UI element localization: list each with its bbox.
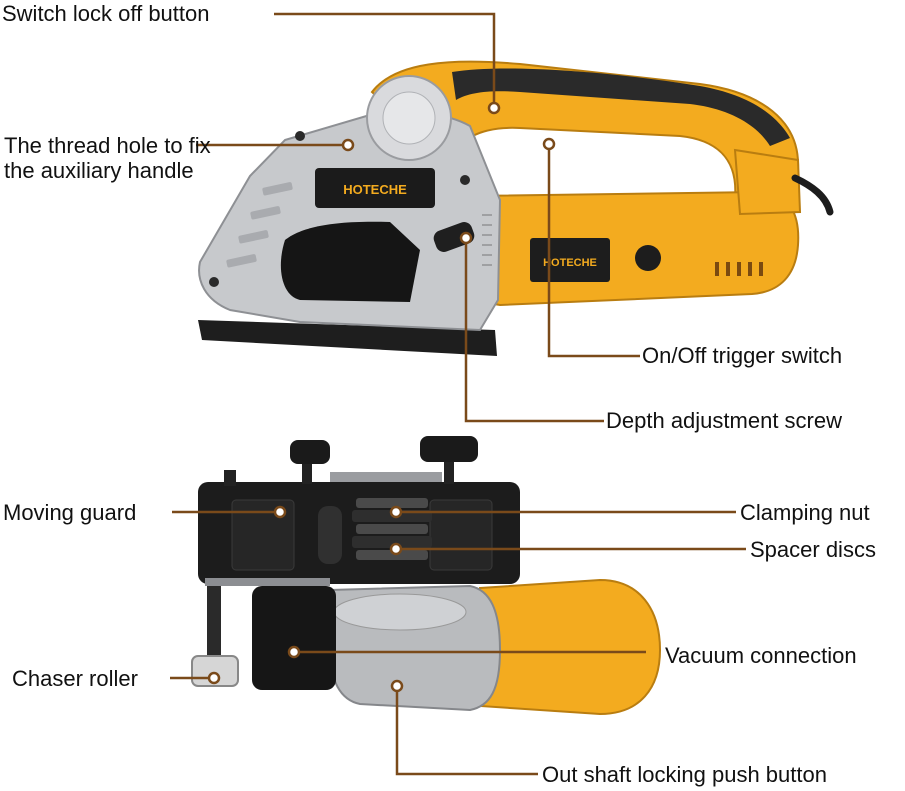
dot-vacuum [287,645,301,659]
power-cord [791,174,834,216]
leader-dots [207,101,556,693]
dot-thread-hole [341,138,355,152]
lower-plate [205,578,330,586]
guard-window [280,221,420,302]
label-thread-hole: The thread hole to fix the auxiliary han… [4,133,211,183]
dot-trigger [542,137,556,151]
leader-lines [170,12,746,776]
top-tool-side-view: HOTECHE HOTECHE [198,60,834,356]
motor-vents [715,262,763,276]
bottom-tool-front-view [191,436,662,716]
dot-moving-guard [273,505,287,519]
vacuum-port [252,586,336,690]
base-plate [198,320,497,356]
handle-grip [452,68,790,146]
leader-depth-screw [464,238,604,423]
guard-logo-plate [315,168,435,208]
motor-logo-text: HOTECHE [543,257,597,269]
label-clamping-nut: Clamping nut [740,500,870,525]
guard-logo-text: HOTECHE [343,182,407,197]
left-post [224,470,236,486]
label-vacuum: Vacuum connection [665,643,857,668]
depth-screw-knob [433,222,475,252]
top-plate [330,472,442,482]
top-knob-right-stem [444,456,454,484]
depth-scale [482,214,492,266]
top-knob-left [290,440,330,464]
dot-chaser-roller [207,671,221,685]
rear-handle-support [733,148,802,216]
guard-side-roller [318,506,342,564]
guard-ribs [226,182,293,268]
leader-shaft-lock [395,686,538,776]
dot-switch-lock [487,101,501,115]
handle-thread-boss-inner [382,91,436,145]
label-moving-guard: Moving guard [3,500,137,525]
label-shaft-lock: Out shaft locking push button [542,762,827,787]
dot-clamping-nut [389,505,403,519]
guard-screws [209,131,470,287]
leader-switch-lock [274,12,496,106]
chaser-roller-rod [207,584,221,658]
leader-trigger [547,144,640,358]
label-chaser-roller: Chaser roller [12,666,138,691]
top-knob-right [420,436,478,462]
guard-opening-right [429,499,493,571]
dot-depth-screw [459,231,473,245]
motor-switch-knob [635,245,661,271]
label-trigger: On/Off trigger switch [642,343,843,368]
label-depth-screw: Depth adjustment screw [606,408,842,433]
dot-spacer-discs [389,542,403,556]
spacer-disc-stack [352,498,432,560]
gear-housing-face [333,593,467,631]
front-motor-body [479,578,662,716]
dot-shaft-lock [390,679,404,693]
label-switch-lock: Switch lock off button [2,1,210,26]
label-spacer-discs: Spacer discs [750,537,876,562]
top-knob-left-stem [302,456,312,484]
